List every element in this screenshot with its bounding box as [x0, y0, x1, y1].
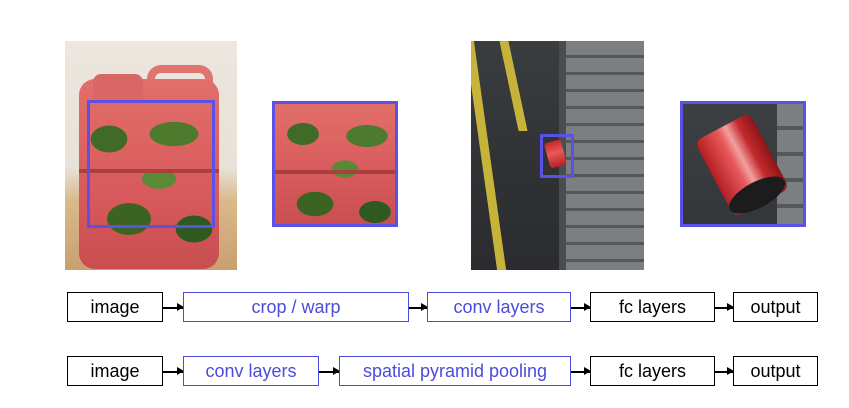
step-fc-layers: fc layers	[590, 356, 715, 386]
step-label: output	[750, 360, 801, 381]
jerrycan-rib	[79, 169, 219, 173]
step-image: image	[67, 292, 163, 322]
curb-stones	[566, 41, 644, 270]
step-fc-layers: fc layers	[590, 292, 715, 322]
arrow	[715, 304, 734, 310]
step-image: image	[67, 356, 163, 386]
step-conv-layers: conv layers	[427, 292, 571, 322]
step-spatial-pyramid-pooling: spatial pyramid pooling	[339, 356, 571, 386]
arrow	[571, 304, 591, 310]
step-label: conv layers	[205, 360, 297, 381]
step-conv-layers: conv layers	[183, 356, 319, 386]
crop-region-box	[540, 134, 574, 178]
crop-curb	[777, 104, 803, 224]
road-stripe	[471, 41, 507, 270]
jerrycan-crop	[272, 101, 398, 227]
step-crop-warp: crop / warp	[183, 292, 409, 322]
step-label: output	[750, 296, 801, 317]
road-photo	[471, 41, 644, 270]
step-output: output	[733, 292, 818, 322]
road-stripe	[499, 41, 528, 131]
can-crop	[680, 101, 806, 227]
arrow	[163, 368, 184, 374]
arrow	[163, 304, 184, 310]
arrow	[715, 368, 734, 374]
step-label: image	[90, 296, 140, 317]
step-label: image	[90, 360, 140, 381]
step-label: crop / warp	[251, 296, 341, 317]
crop-region-box	[87, 100, 215, 228]
jerrycan-body	[79, 79, 219, 269]
arrow	[571, 368, 591, 374]
arrow	[319, 368, 340, 374]
step-label: spatial pyramid pooling	[362, 360, 548, 381]
step-label: conv layers	[453, 296, 545, 317]
step-label: fc layers	[618, 296, 687, 317]
jerrycan-cap	[93, 74, 143, 102]
step-output: output	[733, 356, 818, 386]
step-label: fc layers	[618, 360, 687, 381]
crop-rib	[275, 170, 395, 174]
jerrycan-photo	[65, 41, 237, 270]
arrow	[409, 304, 428, 310]
